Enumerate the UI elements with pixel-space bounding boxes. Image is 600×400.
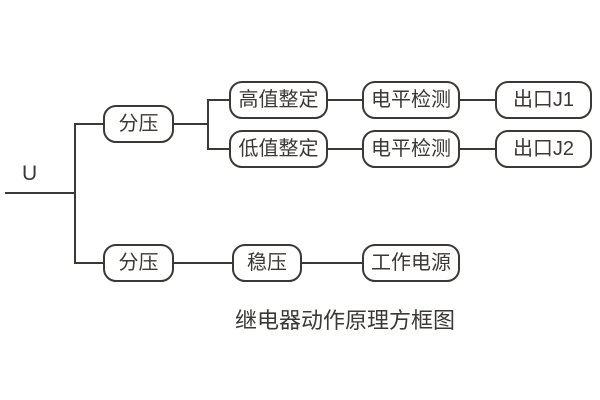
connector-junction-to-high-set [208,99,230,101]
input-voltage-label: U [22,162,38,185]
connector-detect-to-output-j1 [459,99,496,101]
block-high-value-setting: 高值整定 [229,81,328,119]
block-output-j2: 出口J2 [495,130,592,168]
block-voltage-divider-top: 分压 [103,105,174,143]
block-low-value-setting: 低值整定 [229,130,328,168]
connector-trunk-to-divider-top [75,123,104,125]
block-working-power-supply: 工作电源 [362,244,460,282]
connector-high-set-to-detect [327,99,363,101]
block-level-detection-2: 电平检测 [362,130,460,168]
connector-input-line [5,192,75,194]
connector-divider-to-regulator [173,262,233,264]
block-output-j1: 出口J1 [495,81,592,119]
connector-junction-to-low-set [208,148,230,150]
block-voltage-divider-bottom: 分压 [103,244,174,282]
block-voltage-regulator: 稳压 [232,244,302,282]
connector-detect-to-output-j2 [459,148,496,150]
connector-trunk-vertical [74,123,76,264]
connector-junction-vertical [207,99,209,150]
connector-low-set-to-detect [327,148,363,150]
connector-regulator-to-power [301,262,363,264]
diagram-caption: 继电器动作原理方框图 [234,308,455,333]
block-level-detection-1: 电平检测 [362,81,460,119]
connector-trunk-to-divider-bottom [75,262,104,264]
connector-divider-to-junction [173,123,208,125]
